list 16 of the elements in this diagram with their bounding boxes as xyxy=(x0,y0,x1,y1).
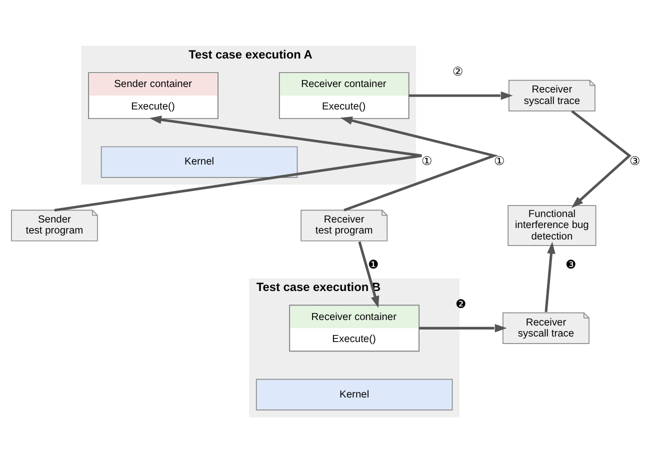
arrow xyxy=(340,116,496,212)
arrow xyxy=(544,242,556,312)
node-box: Kernel xyxy=(100,146,298,178)
edge-label: ❶ xyxy=(368,258,379,272)
arrow xyxy=(358,241,380,308)
edge-label: ① xyxy=(494,154,506,168)
arrow xyxy=(54,116,423,212)
arrow xyxy=(571,110,631,208)
edge-label: ② xyxy=(452,64,464,78)
node-box: Functional interference bug detection xyxy=(508,205,596,246)
arrow xyxy=(408,91,513,100)
edge-label: ❸ xyxy=(566,258,577,272)
edge-label: ③ xyxy=(630,154,641,168)
edge-label: ① xyxy=(422,154,433,168)
node-box: Kernel xyxy=(256,378,453,410)
arrow xyxy=(419,324,507,332)
